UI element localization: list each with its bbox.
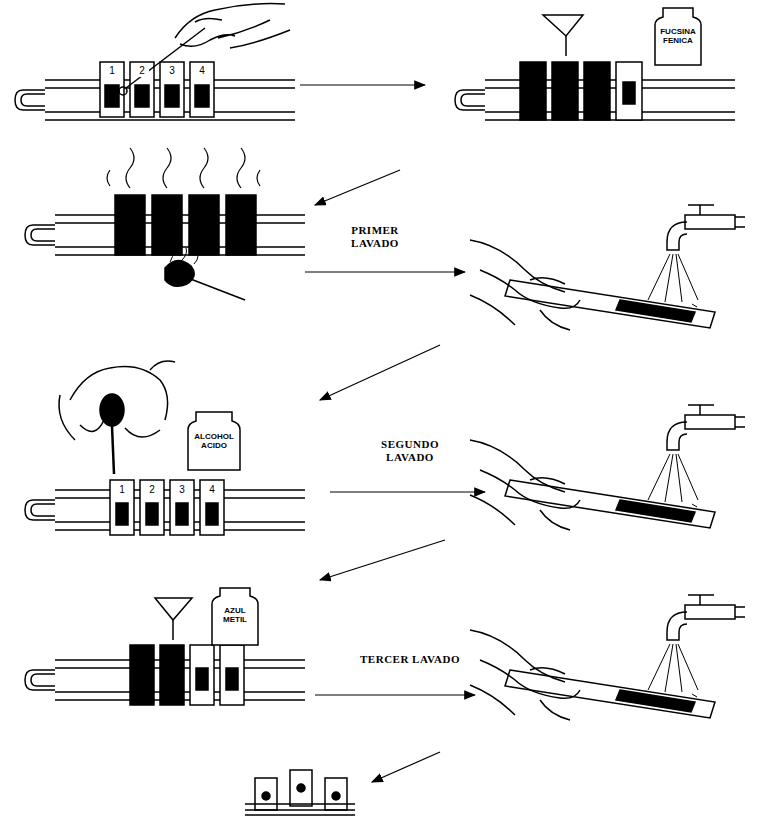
heating-panel (25, 148, 305, 300)
bottle-label: AZUL METIL (214, 606, 256, 624)
slide-number: 3 (165, 65, 179, 77)
slide-number: 4 (205, 484, 219, 496)
step-label: PRIMER LAVADO (330, 224, 420, 249)
washing-panel (470, 405, 745, 530)
sequence-arrow (300, 85, 485, 782)
washing-panel (470, 205, 745, 330)
slide-number: 1 (105, 65, 119, 77)
step-label: TERCER LAVADO (360, 653, 460, 666)
bottle-label: FUCSINA FENICA (657, 27, 699, 45)
methylene-blue-panel (25, 588, 305, 705)
smear-panel (15, 4, 295, 120)
slide-number: 2 (145, 484, 159, 496)
step-label: SEGUNDO LAVADO (360, 438, 460, 463)
fuchsin-panel (455, 8, 735, 120)
washing-panel (470, 595, 745, 720)
slide-number: 2 (135, 65, 149, 77)
acid-alcohol-panel (25, 361, 305, 535)
drying-rack (245, 770, 355, 815)
slide-number: 1 (115, 484, 129, 496)
slide-number: 3 (175, 484, 189, 496)
slide-number: 4 (195, 65, 209, 77)
bottle-label: ALCOHOL ACIDO (190, 432, 238, 450)
